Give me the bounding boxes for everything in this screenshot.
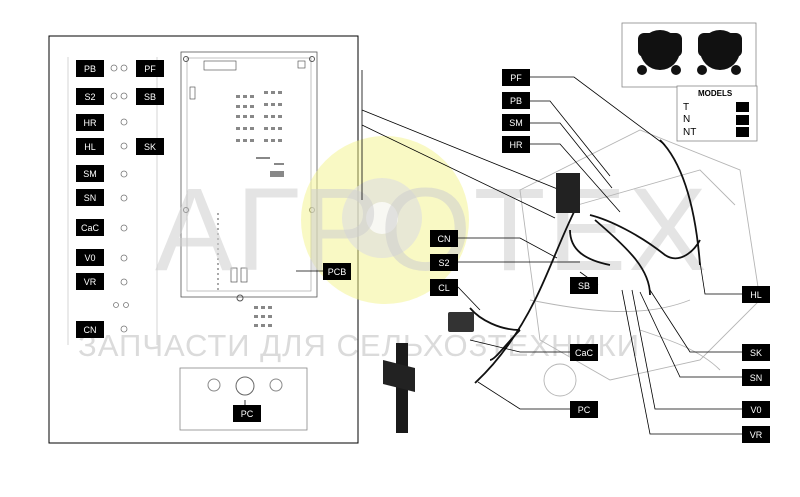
callout-pf: PF: [502, 69, 530, 86]
control-box: [556, 173, 580, 213]
svg-text:SM: SM: [83, 169, 97, 179]
svg-text:HR: HR: [84, 118, 97, 128]
callout-hr: HR: [502, 136, 530, 153]
label-pb: PB: [76, 60, 104, 77]
svg-text:PC: PC: [578, 405, 591, 415]
label-pf: PF: [136, 60, 164, 77]
baler-icon-left: [637, 30, 682, 75]
callout-sb: SB: [570, 277, 598, 294]
svg-text:HL: HL: [750, 290, 762, 300]
callout-cac: CaC: [570, 344, 598, 361]
label-hl: HL: [76, 138, 104, 155]
svg-text:PCB: PCB: [328, 267, 347, 277]
svg-text:SK: SK: [750, 348, 762, 358]
svg-text:V0: V0: [84, 253, 95, 263]
svg-text:PC: PC: [241, 409, 254, 419]
label-pc-panel: PC: [233, 405, 261, 422]
models-row-nt: NT: [683, 127, 696, 138]
svg-text:SB: SB: [578, 281, 590, 291]
models-row-t: T: [683, 102, 689, 113]
label-sb: SB: [136, 88, 164, 105]
svg-text:SB: SB: [144, 92, 156, 102]
svg-text:CN: CN: [84, 325, 97, 335]
label-sk: SK: [136, 138, 164, 155]
callout-cl: CL: [430, 279, 458, 296]
wiring-harness: [469, 139, 701, 384]
models-title: MODELS: [698, 89, 733, 98]
svg-text:SN: SN: [84, 193, 97, 203]
callout-cn: CN: [430, 230, 458, 247]
callout-v0: V0: [742, 401, 770, 418]
label-hr: HR: [76, 114, 104, 131]
svg-text:PF: PF: [144, 64, 156, 74]
left-labels: PB PF S2 SB HR HL SK SM SN CaC V0 VR CN …: [76, 60, 351, 422]
svg-text:SM: SM: [509, 118, 523, 128]
svg-text:PF: PF: [510, 73, 522, 83]
pcb-board: [180, 51, 318, 327]
cl-module: [448, 312, 474, 332]
svg-text:V0: V0: [750, 405, 761, 415]
models-legend: MODELS T N NT: [621, 22, 758, 142]
label-cac: CaC: [76, 219, 104, 236]
pc-panel: [179, 367, 308, 431]
svg-text:CN: CN: [438, 234, 451, 244]
svg-text:HR: HR: [510, 140, 523, 150]
callout-sn: SN: [742, 369, 770, 386]
label-sm: SM: [76, 165, 104, 182]
callout-pc: PC: [570, 401, 598, 418]
svg-text:PB: PB: [84, 64, 96, 74]
svg-text:SK: SK: [144, 142, 156, 152]
callout-pb: PB: [502, 92, 530, 109]
svg-text:SN: SN: [750, 373, 763, 383]
callout-vr: VR: [742, 426, 770, 443]
svg-text:S2: S2: [84, 92, 95, 102]
mount-bracket: [383, 360, 415, 392]
watermark: АГРОТЕХ ЗАПЧАСТИ ДЛЯ СЕЛЬХОЗТЕХНИКИ: [78, 136, 707, 363]
svg-text:VR: VR: [84, 277, 97, 287]
watermark-small: ЗАПЧАСТИ ДЛЯ СЕЛЬХОЗТЕХНИКИ: [78, 328, 640, 363]
svg-text:PB: PB: [510, 96, 522, 106]
label-vr: VR: [76, 273, 104, 290]
label-sn: SN: [76, 189, 104, 206]
leader-lines: [244, 76, 748, 435]
svg-text:S2: S2: [438, 258, 449, 268]
label-v0: V0: [76, 249, 104, 266]
baler-icon-right: [697, 30, 742, 75]
callout-labels: PF PB SM HR CN S2 CL SB CaC PC HL SK SN …: [430, 69, 770, 443]
svg-text:CL: CL: [438, 283, 450, 293]
callout-sm: SM: [502, 114, 530, 131]
callout-s2: S2: [430, 254, 458, 271]
svg-text:CaC: CaC: [575, 348, 594, 358]
label-pcb: PCB: [323, 263, 351, 280]
svg-text:HL: HL: [84, 142, 96, 152]
models-row-n: N: [683, 114, 690, 125]
svg-text:CaC: CaC: [81, 223, 100, 233]
callout-sk: SK: [742, 344, 770, 361]
callout-hl: HL: [742, 286, 770, 303]
svg-text:VR: VR: [750, 430, 763, 440]
label-cn: CN: [76, 321, 104, 338]
label-s2: S2: [76, 88, 104, 105]
